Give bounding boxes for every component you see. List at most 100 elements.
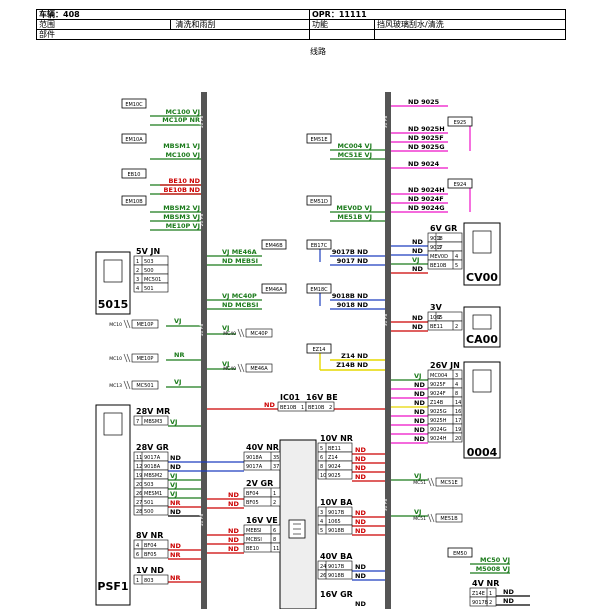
splice-box: [435, 477, 463, 487]
connector-pin: BF05: [246, 500, 259, 506]
component-box-frame: [306, 239, 332, 250]
connector-signal: 803: [144, 578, 154, 584]
component-box: EM51D: [306, 195, 332, 206]
splice-connector: ME10P: [137, 322, 154, 328]
connector-pin: 28: [136, 509, 142, 515]
component-box-id: E925: [454, 120, 467, 126]
connector-signal: 1: [438, 236, 441, 242]
wire-label: VJ: [174, 378, 181, 386]
wire-label: ND: [228, 527, 239, 535]
wire-label: NR: [174, 351, 184, 359]
splice-name: MC10: [109, 356, 122, 362]
connector-row: [243, 542, 281, 553]
wire-label: ND: [355, 473, 366, 481]
connector-row: [133, 505, 169, 516]
bus-label: 10 P8: [199, 115, 205, 128]
splice-connector: MC51E: [440, 480, 457, 486]
wire-label: VJ: [414, 372, 421, 380]
wire-label: ND 9024H: [408, 186, 445, 194]
component-box-id: EM46A: [265, 287, 283, 293]
connector-pin: 9018A: [246, 455, 263, 461]
splice-icon: [237, 328, 242, 338]
connector-pin: BE10: [246, 546, 259, 552]
component-box-frame: [306, 133, 332, 144]
connector-name: 1V ND: [136, 566, 164, 575]
module-icon: [103, 259, 123, 283]
component-box-frame: [306, 283, 332, 294]
component-box-frame: [261, 283, 287, 294]
splice-connector: MC40P: [250, 331, 267, 337]
connector-signal: 1: [489, 591, 492, 597]
connector-signal: 9024: [328, 464, 341, 470]
connector-signal: 9017B: [328, 564, 345, 570]
splice-icon: [427, 477, 432, 487]
connector-signal: 503: [144, 482, 154, 488]
connector-signal: 9017B: [328, 510, 345, 516]
splice-icon: [240, 363, 245, 373]
component-box: EZ14: [306, 343, 332, 354]
connector-signal: 9018B: [328, 528, 345, 534]
module-label: CA00: [466, 333, 498, 346]
connector-signal: 5: [455, 263, 458, 269]
connector-pin: 8: [320, 464, 323, 470]
ic01-pin: 1: [301, 405, 304, 411]
connector-signal: BE11: [328, 446, 341, 452]
connector-pin: BE10B: [430, 263, 447, 269]
connector-pin: 19: [136, 473, 142, 479]
connector-signal: 501: [144, 500, 154, 506]
connector-signal: MBSM2: [144, 473, 162, 479]
connector-pin: 12: [136, 464, 142, 470]
bus-bar: [201, 92, 207, 609]
wire-label: MC10P NR: [162, 116, 200, 124]
splice-icon: [126, 380, 131, 390]
connector-signal: MBSM3: [144, 419, 162, 425]
splice-box: [245, 328, 273, 338]
splice-icon: [237, 363, 242, 373]
connector-pin: 6: [136, 552, 139, 558]
wire-label: MC100 VJ: [165, 108, 200, 116]
module-frame: [95, 404, 131, 606]
empty-cell: [374, 29, 566, 40]
splice-connector: ME10P: [137, 356, 154, 362]
ic01-signal: BE10B: [280, 405, 297, 411]
module-label: CV00: [466, 271, 498, 284]
connector-pin: BE11: [430, 324, 443, 330]
connector-row: [427, 320, 463, 331]
wire-label: ND 9024G: [408, 204, 445, 212]
connector-pin: MEV0D: [430, 254, 448, 260]
wire-label: ND MCBSI: [222, 301, 258, 309]
module: PSF1: [95, 404, 131, 606]
connector-pin: 1065: [430, 315, 443, 321]
wire-label: ND: [355, 446, 366, 454]
connector-signal: 1065: [328, 519, 341, 525]
splice-box: [131, 319, 159, 329]
wire-label: 9018B ND: [332, 292, 369, 300]
component-box-frame: [306, 343, 332, 354]
connector-pin: 26: [320, 573, 326, 579]
connector-pin: 1: [136, 578, 139, 584]
ground-bus-right: [385, 92, 391, 609]
connector-pin: BF04: [246, 491, 259, 497]
module-icon: [472, 230, 492, 254]
connector-signal: BF05: [144, 552, 157, 558]
wire-label: M5008 VJ: [476, 565, 510, 573]
wire-label: NR: [170, 574, 180, 582]
connector: 1V ND 1 803: [133, 566, 169, 585]
connector-pin: 11: [136, 455, 142, 461]
splice-icon: [126, 353, 131, 363]
connector-signal: 16: [455, 409, 461, 415]
ic01-signal: BE10B: [308, 405, 325, 411]
diagram-subtitle: 线路: [310, 47, 326, 56]
component-box-id: EM10A: [125, 137, 143, 143]
scope-label: 范围: [37, 20, 171, 29]
connector-row: [427, 259, 463, 270]
component-box-id: E924: [454, 182, 467, 188]
connector-name: 40V BA: [320, 552, 353, 561]
wire-label: ND: [355, 572, 366, 580]
